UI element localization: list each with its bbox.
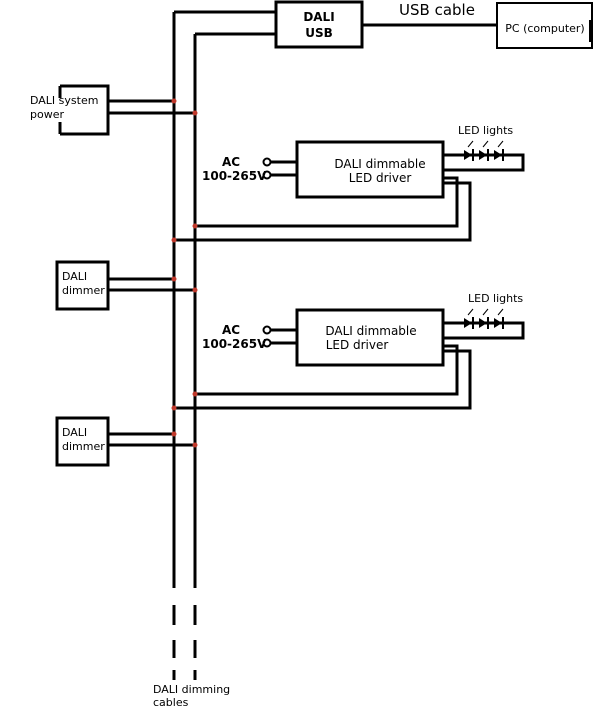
dimmer-2: DALI dimmer [55, 416, 110, 467]
pc-box: PC (computer) [496, 2, 593, 49]
ac-terminal-2a [262, 325, 272, 335]
driver-1-line1: DALI dimmable [334, 157, 425, 171]
system-power-box: DALI system power [30, 84, 110, 136]
dimmer-2-line1: DALI [62, 426, 87, 439]
cables-label-line1: DALI dimming [153, 683, 230, 696]
driver-2-line1: DALI dimmable [325, 324, 416, 338]
bus-dashed-ends [172, 605, 197, 680]
led-driver-2: DALI dimmable LED driver AC 100-265V LED… [174, 292, 525, 410]
dimmer-2-line2: dimmer [62, 440, 105, 453]
usb-cable-label: USB cable [399, 1, 475, 19]
dali-usb-line1: DALI [303, 10, 334, 24]
dali-usb-box: DALI USB [274, 0, 364, 49]
driver-1-line2: LED driver [349, 171, 412, 185]
dimmer-1: DALI dimmer [55, 260, 110, 311]
driver-2-wire-a [195, 344, 459, 396]
cables-label-line2: cables [153, 696, 189, 709]
junction-dots [171, 98, 198, 448]
dali-usb-line2: USB [305, 26, 333, 40]
led-driver-1: DALI dimmable LED driver AC 100-265V LED… [174, 124, 525, 242]
led-label-2: LED lights [468, 292, 523, 305]
led-diodes-1 [464, 140, 504, 161]
dimmer-1-line1: DALI [62, 270, 87, 283]
dali-bus [172, 12, 197, 680]
led-label-1: LED lights [458, 124, 513, 137]
voltage-label-2: 100-265V [202, 337, 267, 351]
system-power-line1: DALI system [30, 94, 98, 107]
driver-2-line2: LED driver [326, 338, 389, 352]
ac-label-2: AC [222, 323, 240, 337]
ac-terminal-2b [262, 338, 272, 348]
driver-2-wire-b [174, 349, 472, 410]
system-power-line2: power [30, 108, 64, 121]
ac-terminal-1b [262, 170, 272, 180]
voltage-label-1: 100-265V [202, 169, 267, 183]
dimmer-1-line2: dimmer [62, 284, 105, 297]
pc-label: PC (computer) [505, 22, 584, 35]
ac-terminal-1a [262, 157, 272, 167]
driver-1-wire-a [195, 176, 459, 228]
led-diodes-2 [464, 308, 504, 329]
driver-1-wire-b [174, 181, 472, 242]
ac-label-1: AC [222, 155, 240, 169]
